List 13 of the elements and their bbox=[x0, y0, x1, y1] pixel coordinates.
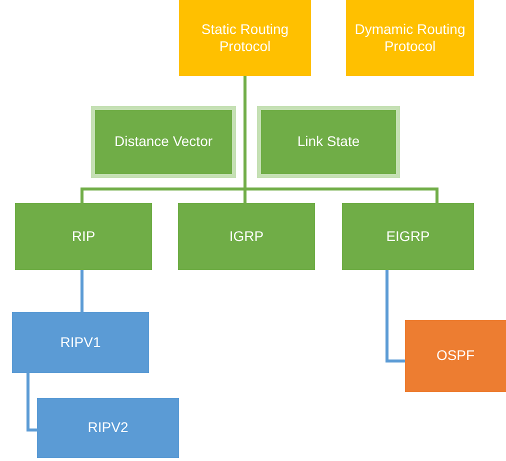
process-box: RIPV1 bbox=[12, 312, 149, 373]
protocol-box: Dymamic Routing Protocol bbox=[346, 0, 474, 76]
category-box: Link State bbox=[257, 106, 400, 178]
category-box: Distance Vector bbox=[91, 106, 236, 178]
connector-line bbox=[26, 373, 37, 432]
connector-line bbox=[80, 270, 84, 312]
connector-line bbox=[386, 270, 405, 362]
process-box: IGRP bbox=[178, 203, 315, 270]
process-box: RIPV2 bbox=[37, 398, 179, 458]
process-box: RIP bbox=[15, 203, 152, 270]
process-box: EIGRP bbox=[342, 203, 474, 270]
protocol-box: Static Routing Protocol bbox=[179, 0, 311, 76]
process-box: OSPF bbox=[405, 320, 506, 392]
